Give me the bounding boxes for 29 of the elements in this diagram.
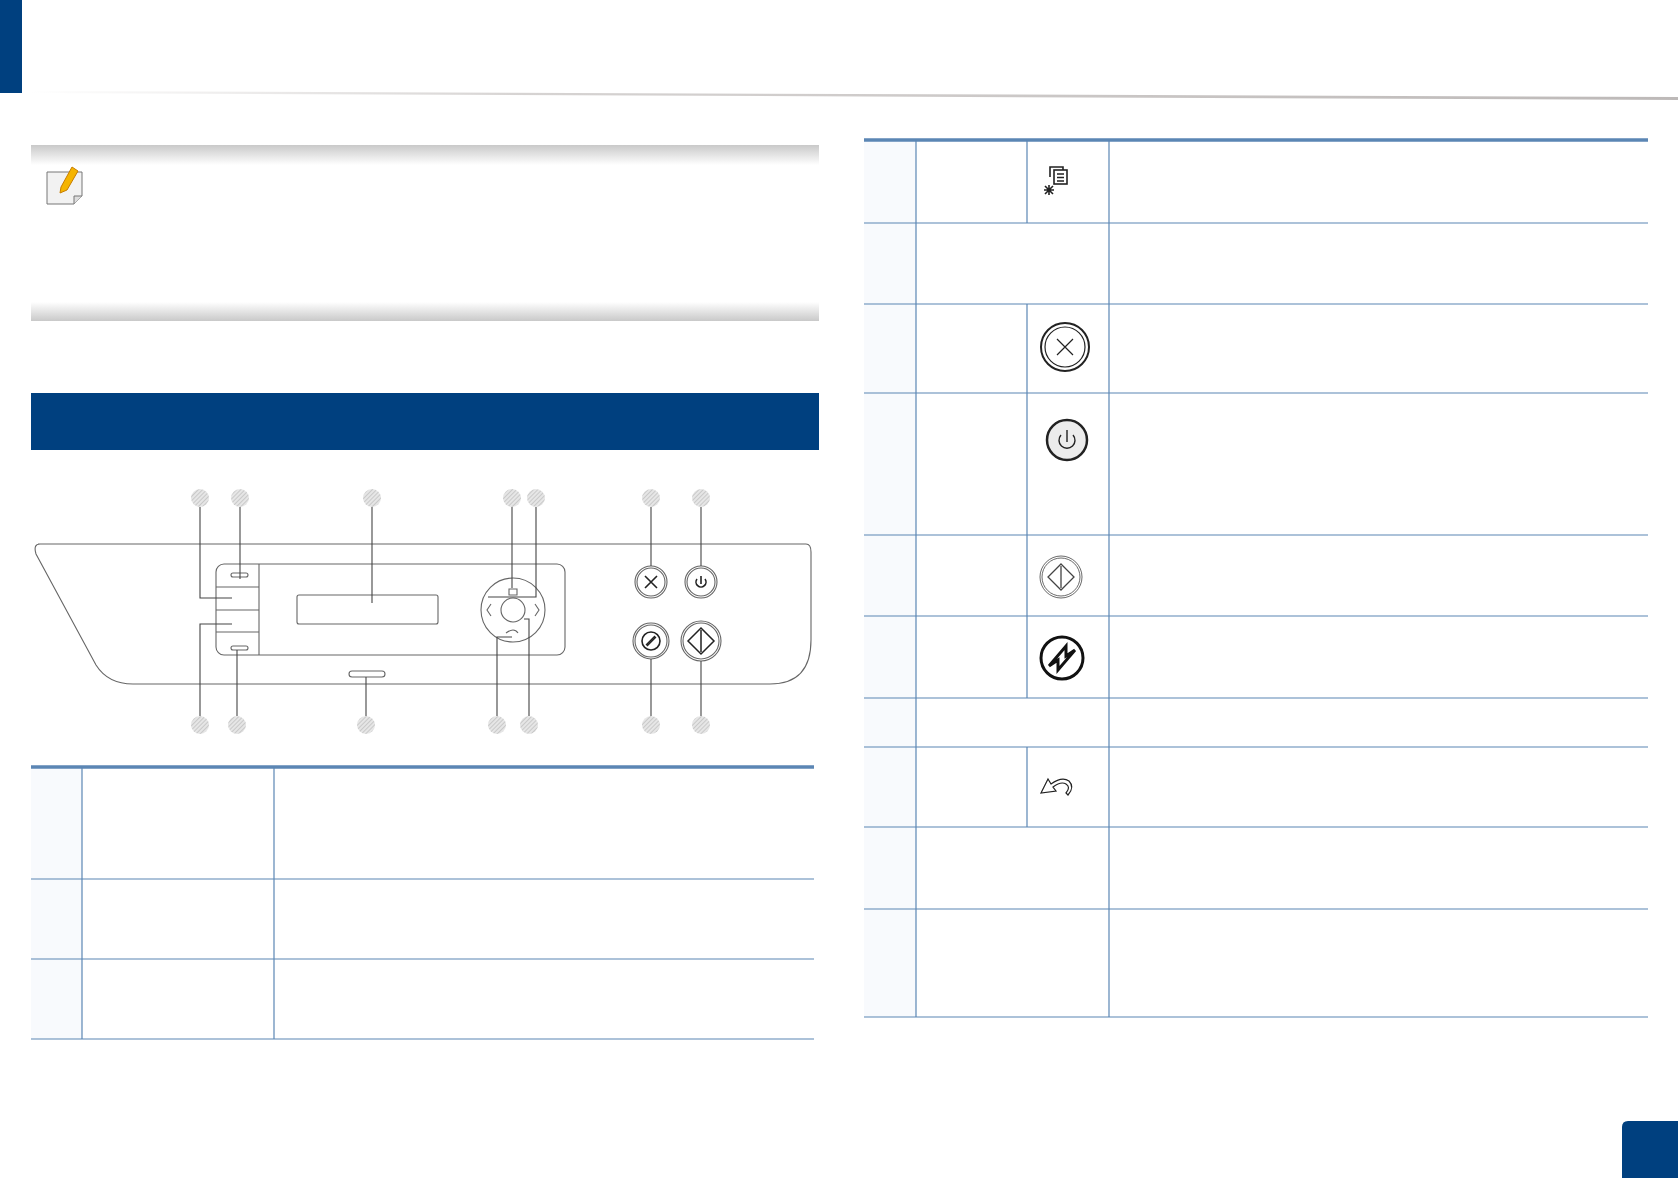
callout-circle (357, 716, 375, 734)
callout-circle (692, 489, 710, 507)
callout-circle (191, 716, 209, 734)
callout-circle (692, 716, 710, 734)
callout-circle (228, 716, 246, 734)
callout-circle (363, 489, 381, 507)
callout-circle (231, 489, 249, 507)
leader-line (700, 506, 702, 567)
section-heading-bar (31, 393, 819, 450)
leader-line (239, 506, 241, 580)
callout-circle (503, 489, 521, 507)
leader-line (236, 649, 238, 717)
leader-line (511, 506, 513, 589)
callout-circle (520, 716, 538, 734)
leader-line (199, 623, 233, 717)
callout-circle (642, 716, 660, 734)
leader-line (650, 658, 652, 717)
callout-circle (527, 489, 545, 507)
leader-line (523, 618, 530, 717)
leader-line (365, 676, 367, 717)
leader-line (487, 506, 537, 598)
callout-circle (488, 716, 506, 734)
leader-line (650, 506, 652, 567)
leader-line (199, 506, 233, 599)
leader-line (700, 660, 702, 717)
callout-circle (191, 489, 209, 507)
callout-circle (642, 489, 660, 507)
leader-line (496, 636, 513, 717)
leader-line (371, 506, 373, 604)
